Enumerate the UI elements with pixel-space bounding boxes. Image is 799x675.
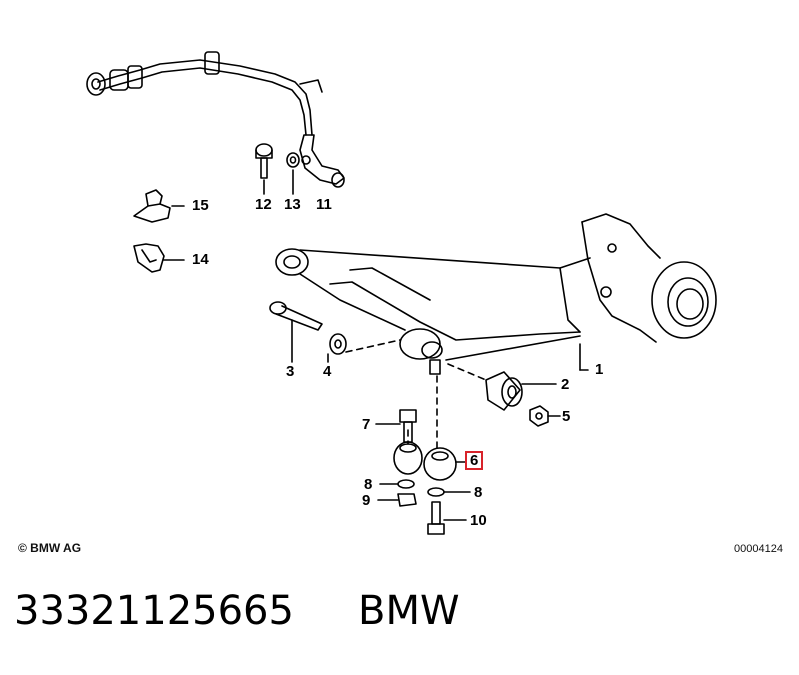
callout-11: 11: [316, 196, 332, 213]
cable-clip-14: [133, 243, 185, 273]
part-number: 33321125665: [14, 588, 294, 634]
callout-5: 5: [562, 408, 571, 425]
bolt-12: [255, 143, 273, 195]
cable-clip-15: [133, 189, 185, 223]
callout-10: 10: [470, 512, 487, 529]
callout-13: 13: [284, 196, 301, 213]
callout-8-right: 8: [474, 484, 483, 501]
nut-5: [529, 405, 561, 427]
callout-2: 2: [561, 376, 570, 393]
callout-9: 9: [362, 492, 371, 509]
callout-12: 12: [255, 196, 272, 213]
callout-8-left: 8: [364, 476, 373, 493]
abs-sensor-cable: [86, 51, 323, 136]
trailing-arm-1: [275, 213, 717, 375]
washer-13: [286, 152, 300, 195]
callout-4: 4: [323, 363, 332, 380]
abs-sensor-11: [299, 134, 345, 188]
bolt-7: [375, 409, 417, 443]
callout-15: 15: [192, 197, 209, 214]
bolt-10: [427, 501, 467, 535]
nut-9: [377, 493, 417, 507]
callout-14: 14: [192, 251, 209, 268]
brand-name: BMW: [358, 588, 460, 634]
callout-7: 7: [362, 416, 371, 433]
rubber-mount-6: [393, 441, 467, 481]
rubber-bushing-2: [485, 371, 557, 411]
copyright-notice: © BMW AG: [18, 541, 82, 555]
callout-6-highlighted[interactable]: 6: [465, 451, 484, 470]
washer-4: [327, 333, 347, 363]
diagram-number: 00004124: [734, 543, 783, 555]
callout-1: 1: [595, 361, 604, 378]
washer-8: [379, 479, 471, 497]
bolt-3: [269, 301, 323, 363]
callout-3: 3: [286, 363, 295, 380]
